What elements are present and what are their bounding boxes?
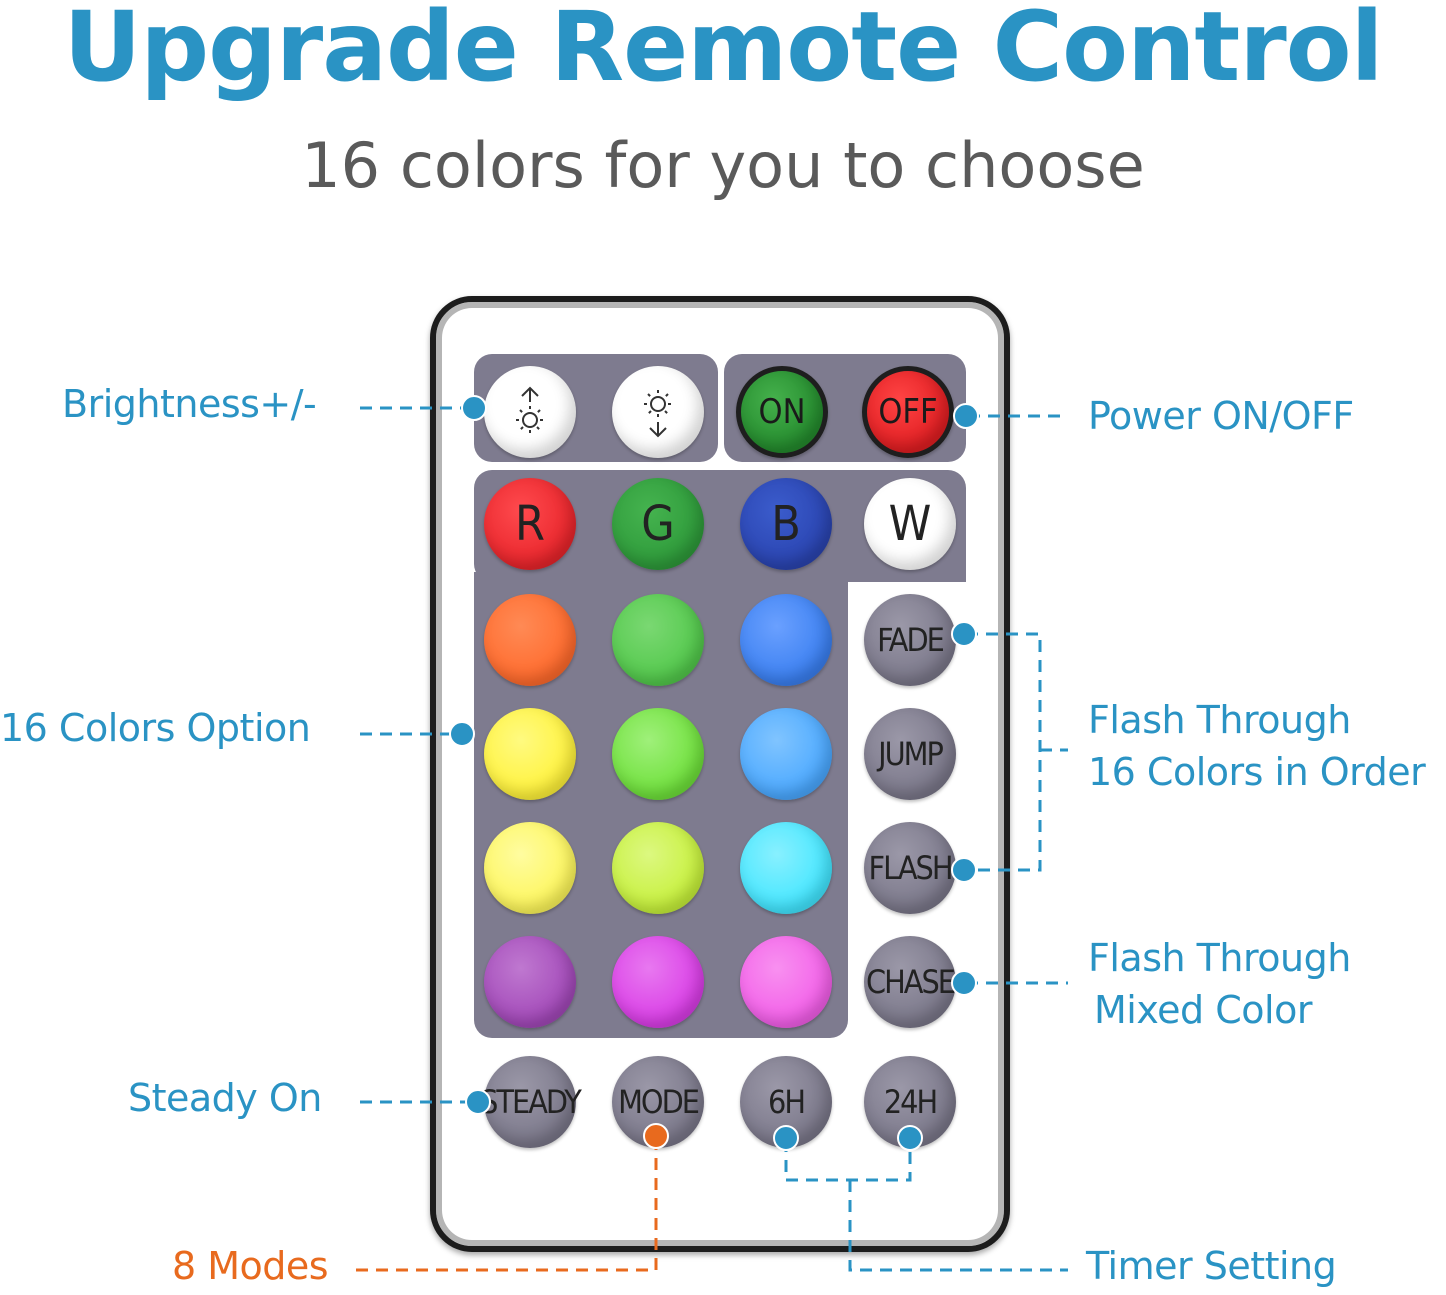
color-button[interactable] — [484, 594, 576, 686]
timer-24h-button-label: 24H — [883, 1083, 938, 1121]
flash-button[interactable]: FLASH — [864, 822, 956, 914]
mode-button[interactable]: MODE — [612, 1056, 704, 1148]
power-label: Power ON/OFF — [1088, 394, 1354, 438]
color-button[interactable] — [612, 594, 704, 686]
color-button[interactable] — [484, 708, 576, 800]
mode-button-label: MODE — [618, 1083, 700, 1121]
remote-control: ON OFF R G B W FADE JUMP FLASH CHASE STE… — [430, 296, 1010, 1252]
color-button[interactable] — [612, 708, 704, 800]
red-button-label: R — [515, 496, 545, 552]
timer-label: Timer Setting — [1086, 1244, 1337, 1288]
white-button-label: W — [888, 496, 932, 552]
off-button-label: OFF — [878, 392, 938, 432]
chase-button-label: CHASE — [866, 963, 956, 1001]
jump-button[interactable]: JUMP — [864, 708, 956, 800]
fade-button-label: FADE — [877, 621, 945, 659]
flash-order-label-line1: Flash Through — [1088, 698, 1351, 742]
jump-button-label: JUMP — [878, 735, 944, 773]
panel-notch — [848, 582, 878, 612]
off-button[interactable]: OFF — [862, 366, 954, 458]
color-button[interactable] — [740, 822, 832, 914]
brightness-up-icon — [516, 386, 544, 434]
flash-order-label-line2: 16 Colors in Order — [1088, 750, 1426, 794]
color-button[interactable] — [484, 822, 576, 914]
flash-button-label: FLASH — [868, 849, 954, 887]
steady-button-label: STEADY — [480, 1083, 582, 1121]
green-button-label: G — [641, 496, 675, 552]
red-button[interactable]: R — [484, 478, 576, 570]
modes-label: 8 Modes — [172, 1244, 329, 1288]
on-button-label: ON — [758, 392, 806, 432]
colors-option-label: 16 Colors Option — [0, 706, 311, 750]
blue-button[interactable]: B — [740, 478, 832, 570]
color-button[interactable] — [612, 936, 704, 1028]
color-button[interactable] — [740, 594, 832, 686]
color-button[interactable] — [740, 936, 832, 1028]
brightness-label: Brightness+/- — [62, 382, 317, 426]
timer-24h-button[interactable]: 24H — [864, 1056, 956, 1148]
green-button[interactable]: G — [612, 478, 704, 570]
chase-button[interactable]: CHASE — [864, 936, 956, 1028]
color-button[interactable] — [612, 822, 704, 914]
steady-label: Steady On — [128, 1076, 322, 1120]
flash-mixed-label-line1: Flash Through — [1088, 936, 1351, 980]
steady-button[interactable]: STEADY — [480, 1056, 582, 1148]
page-title: Upgrade Remote Control — [63, 0, 1383, 103]
brightness-up-button[interactable] — [484, 366, 576, 458]
color-button[interactable] — [740, 708, 832, 800]
brightness-down-button[interactable] — [612, 366, 704, 458]
brightness-down-icon — [644, 390, 672, 438]
white-button[interactable]: W — [864, 478, 956, 570]
timer-6h-button[interactable]: 6H — [740, 1056, 832, 1148]
page-subtitle: 16 colors for you to choose — [301, 129, 1145, 202]
fade-button[interactable]: FADE — [864, 594, 956, 686]
on-button[interactable]: ON — [736, 366, 828, 458]
color-button[interactable] — [484, 936, 576, 1028]
flash-mixed-label-line2: Mixed Color — [1094, 988, 1312, 1032]
timer-6h-button-label: 6H — [768, 1083, 806, 1121]
blue-button-label: B — [771, 496, 801, 552]
